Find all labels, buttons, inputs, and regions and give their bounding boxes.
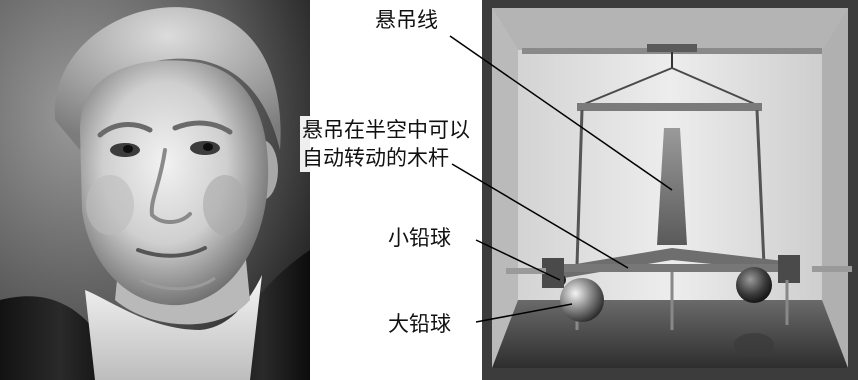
label-rotating-rod-line2: 自动转动的木杆 [300, 144, 451, 172]
label-suspension-wire: 悬吊线 [373, 6, 440, 34]
label-large-lead-ball: 大铅球 [386, 310, 453, 338]
label-small-lead-ball: 小铅球 [386, 224, 453, 252]
leader-line-suspension-wire [449, 35, 673, 191]
portrait-photo [0, 0, 310, 380]
label-rotating-rod-line1: 悬吊在半空中可以 [300, 116, 472, 144]
leader-line-large-lead-ball [475, 303, 573, 323]
leader-line-small-lead-ball [475, 239, 561, 281]
leader-line-rotating-rod [451, 163, 629, 269]
